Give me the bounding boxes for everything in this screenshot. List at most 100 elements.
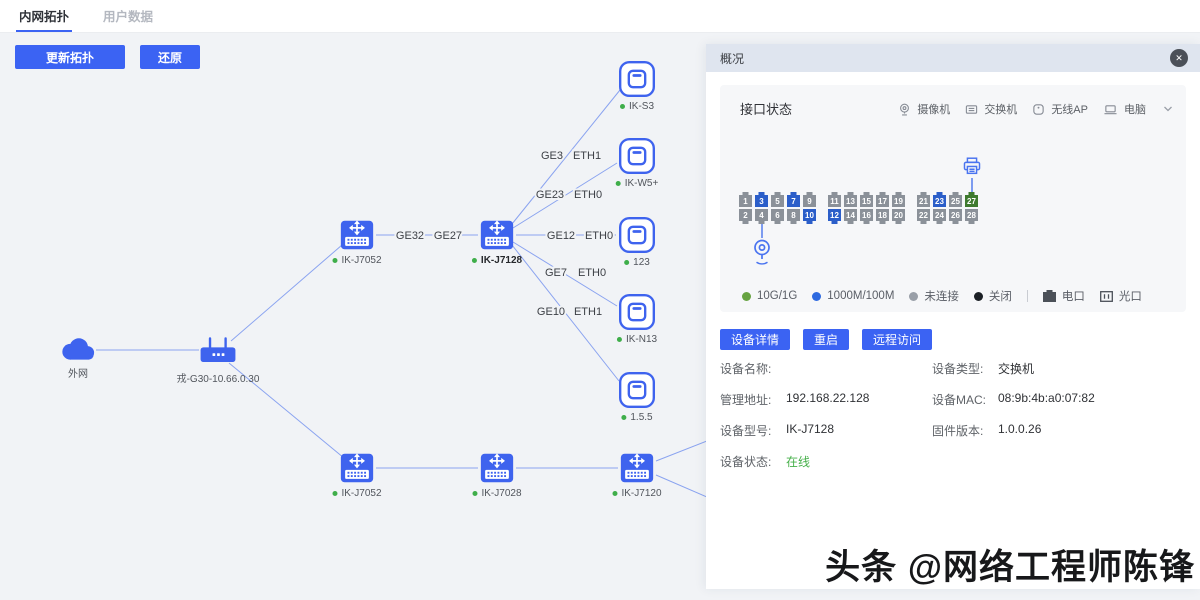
port-1[interactable]: 1 [739, 192, 752, 207]
edge-port-label: ETH1 [573, 150, 601, 162]
topology-edge [512, 241, 618, 307]
device-info-label: 管理地址: [720, 393, 772, 407]
port-legend-item: 未连接 [909, 288, 959, 304]
online-status-dot [612, 491, 618, 496]
port-21[interactable]: 21 [917, 192, 930, 207]
tab-intranet-topology[interactable]: 内网拓扑 [16, 0, 73, 32]
port-9[interactable]: 9 [803, 192, 816, 207]
close-icon[interactable]: ✕ [1170, 49, 1188, 67]
port-legend-label: 10G/1G [757, 290, 798, 302]
node-label: IK-J7128 [471, 255, 522, 266]
port-3[interactable]: 3 [755, 192, 768, 207]
port-10[interactable]: 10 [803, 209, 816, 224]
online-status-dot [332, 491, 338, 496]
interface-status-title: 接口状态 [740, 102, 793, 117]
topology-edge [512, 162, 618, 229]
port-22[interactable]: 22 [917, 209, 930, 224]
watermark-text: 头条 @网络工程师陈锋 [825, 548, 1195, 587]
electrical-port-icon [1042, 290, 1056, 302]
cloud-node-icon [58, 337, 98, 364]
node-label-text: IK-J7028 [481, 488, 522, 499]
port-legend-label: 1000M/100M [827, 290, 895, 302]
port-legend-item: 关闭 [973, 288, 1012, 304]
port-14[interactable]: 14 [844, 209, 857, 224]
port-27[interactable]: 27 [965, 192, 978, 207]
node-label-text: IK-N13 [625, 334, 658, 345]
laptop-icon [1103, 103, 1118, 116]
device-info-row: 管理地址: 192.168.22.128 [720, 391, 932, 408]
edge-port-label: GE7 [545, 267, 567, 279]
remote-access-button[interactable]: 远程访问 [862, 329, 933, 350]
port-19[interactable]: 19 [892, 192, 905, 207]
port-12[interactable]: 12 [828, 209, 841, 224]
node-label: 123 [624, 257, 650, 268]
device-info-value: 192.168.22.128 [786, 391, 870, 405]
port-2[interactable]: 2 [739, 209, 752, 224]
node-label: IK-S3 [619, 101, 654, 112]
port-6[interactable]: 6 [771, 209, 784, 224]
device-action-buttons: 设备详情重启远程访问 [720, 329, 933, 350]
edge-port-label: ETH0 [578, 267, 606, 279]
online-status-dot [615, 181, 621, 186]
switch-node-icon [618, 449, 656, 487]
edge-port-label: GE27 [434, 230, 462, 242]
port-25[interactable]: 25 [949, 192, 962, 207]
ap-icon [1032, 103, 1045, 116]
node-label: 外网 [68, 365, 88, 380]
switch-icon [965, 103, 978, 116]
port-17[interactable]: 17 [876, 192, 889, 207]
port-8[interactable]: 8 [787, 209, 800, 224]
device-legend-label: 交换机 [984, 104, 1018, 116]
printer-icon [961, 155, 983, 177]
chevron-down-icon[interactable] [1162, 103, 1174, 115]
port-5[interactable]: 5 [771, 192, 784, 207]
reboot-button[interactable]: 重启 [803, 329, 850, 350]
tab-user-data[interactable]: 用户数据 [103, 9, 154, 24]
restore-button[interactable]: 还原 [140, 45, 201, 69]
update-topology-button[interactable]: 更新拓扑 [15, 45, 126, 69]
port-24[interactable]: 24 [933, 209, 946, 224]
online-status-dot [471, 258, 477, 263]
edge-port-label: ETH0 [574, 189, 602, 201]
online-status-dot [472, 491, 478, 496]
camera-link-line [761, 224, 763, 238]
device-info-value: 在线 [786, 455, 811, 469]
topology-edge [511, 244, 620, 382]
port-15[interactable]: 15 [860, 192, 873, 207]
node-label: IK-N13 [616, 334, 658, 345]
port-4[interactable]: 4 [755, 209, 768, 224]
node-label-text: 123 [633, 257, 650, 268]
switch-node-icon [338, 449, 376, 487]
node-label: 1.5.5 [621, 412, 653, 423]
port-16[interactable]: 16 [860, 209, 873, 224]
overview-panel-title: 概况 [720, 51, 745, 66]
node-label: IK-J7052 [332, 255, 382, 266]
port-13[interactable]: 13 [844, 192, 857, 207]
port-state-dot [909, 291, 919, 301]
switch-node-icon [478, 216, 516, 254]
edge-port-label: GE23 [536, 189, 564, 201]
port-legend-item: 光口 [1099, 288, 1142, 304]
online-status-dot [624, 260, 630, 265]
port-18[interactable]: 18 [876, 209, 889, 224]
port-7[interactable]: 7 [787, 192, 800, 207]
port-26[interactable]: 26 [949, 209, 962, 224]
device-detail-button[interactable]: 设备详情 [720, 329, 791, 350]
port-legend-item: 电口 [1042, 288, 1085, 304]
ap-node-icon [617, 370, 657, 410]
port-28[interactable]: 28 [965, 209, 978, 224]
device-info-row: 设备状态:在线 [720, 453, 932, 470]
device-info-row: 设备类型:交换机 [932, 360, 1190, 377]
port-23[interactable]: 23 [933, 192, 946, 207]
device-info-value: 交换机 [998, 362, 1035, 376]
device-info-row: 固件版本:1.0.0.26 [932, 422, 1190, 439]
node-label-text: 戎-G30-10.66.0.30 [176, 374, 260, 385]
node-label: 戎-G30-10.66.0.30 [177, 370, 260, 385]
port-11[interactable]: 11 [828, 192, 841, 207]
port-20[interactable]: 20 [892, 209, 905, 224]
